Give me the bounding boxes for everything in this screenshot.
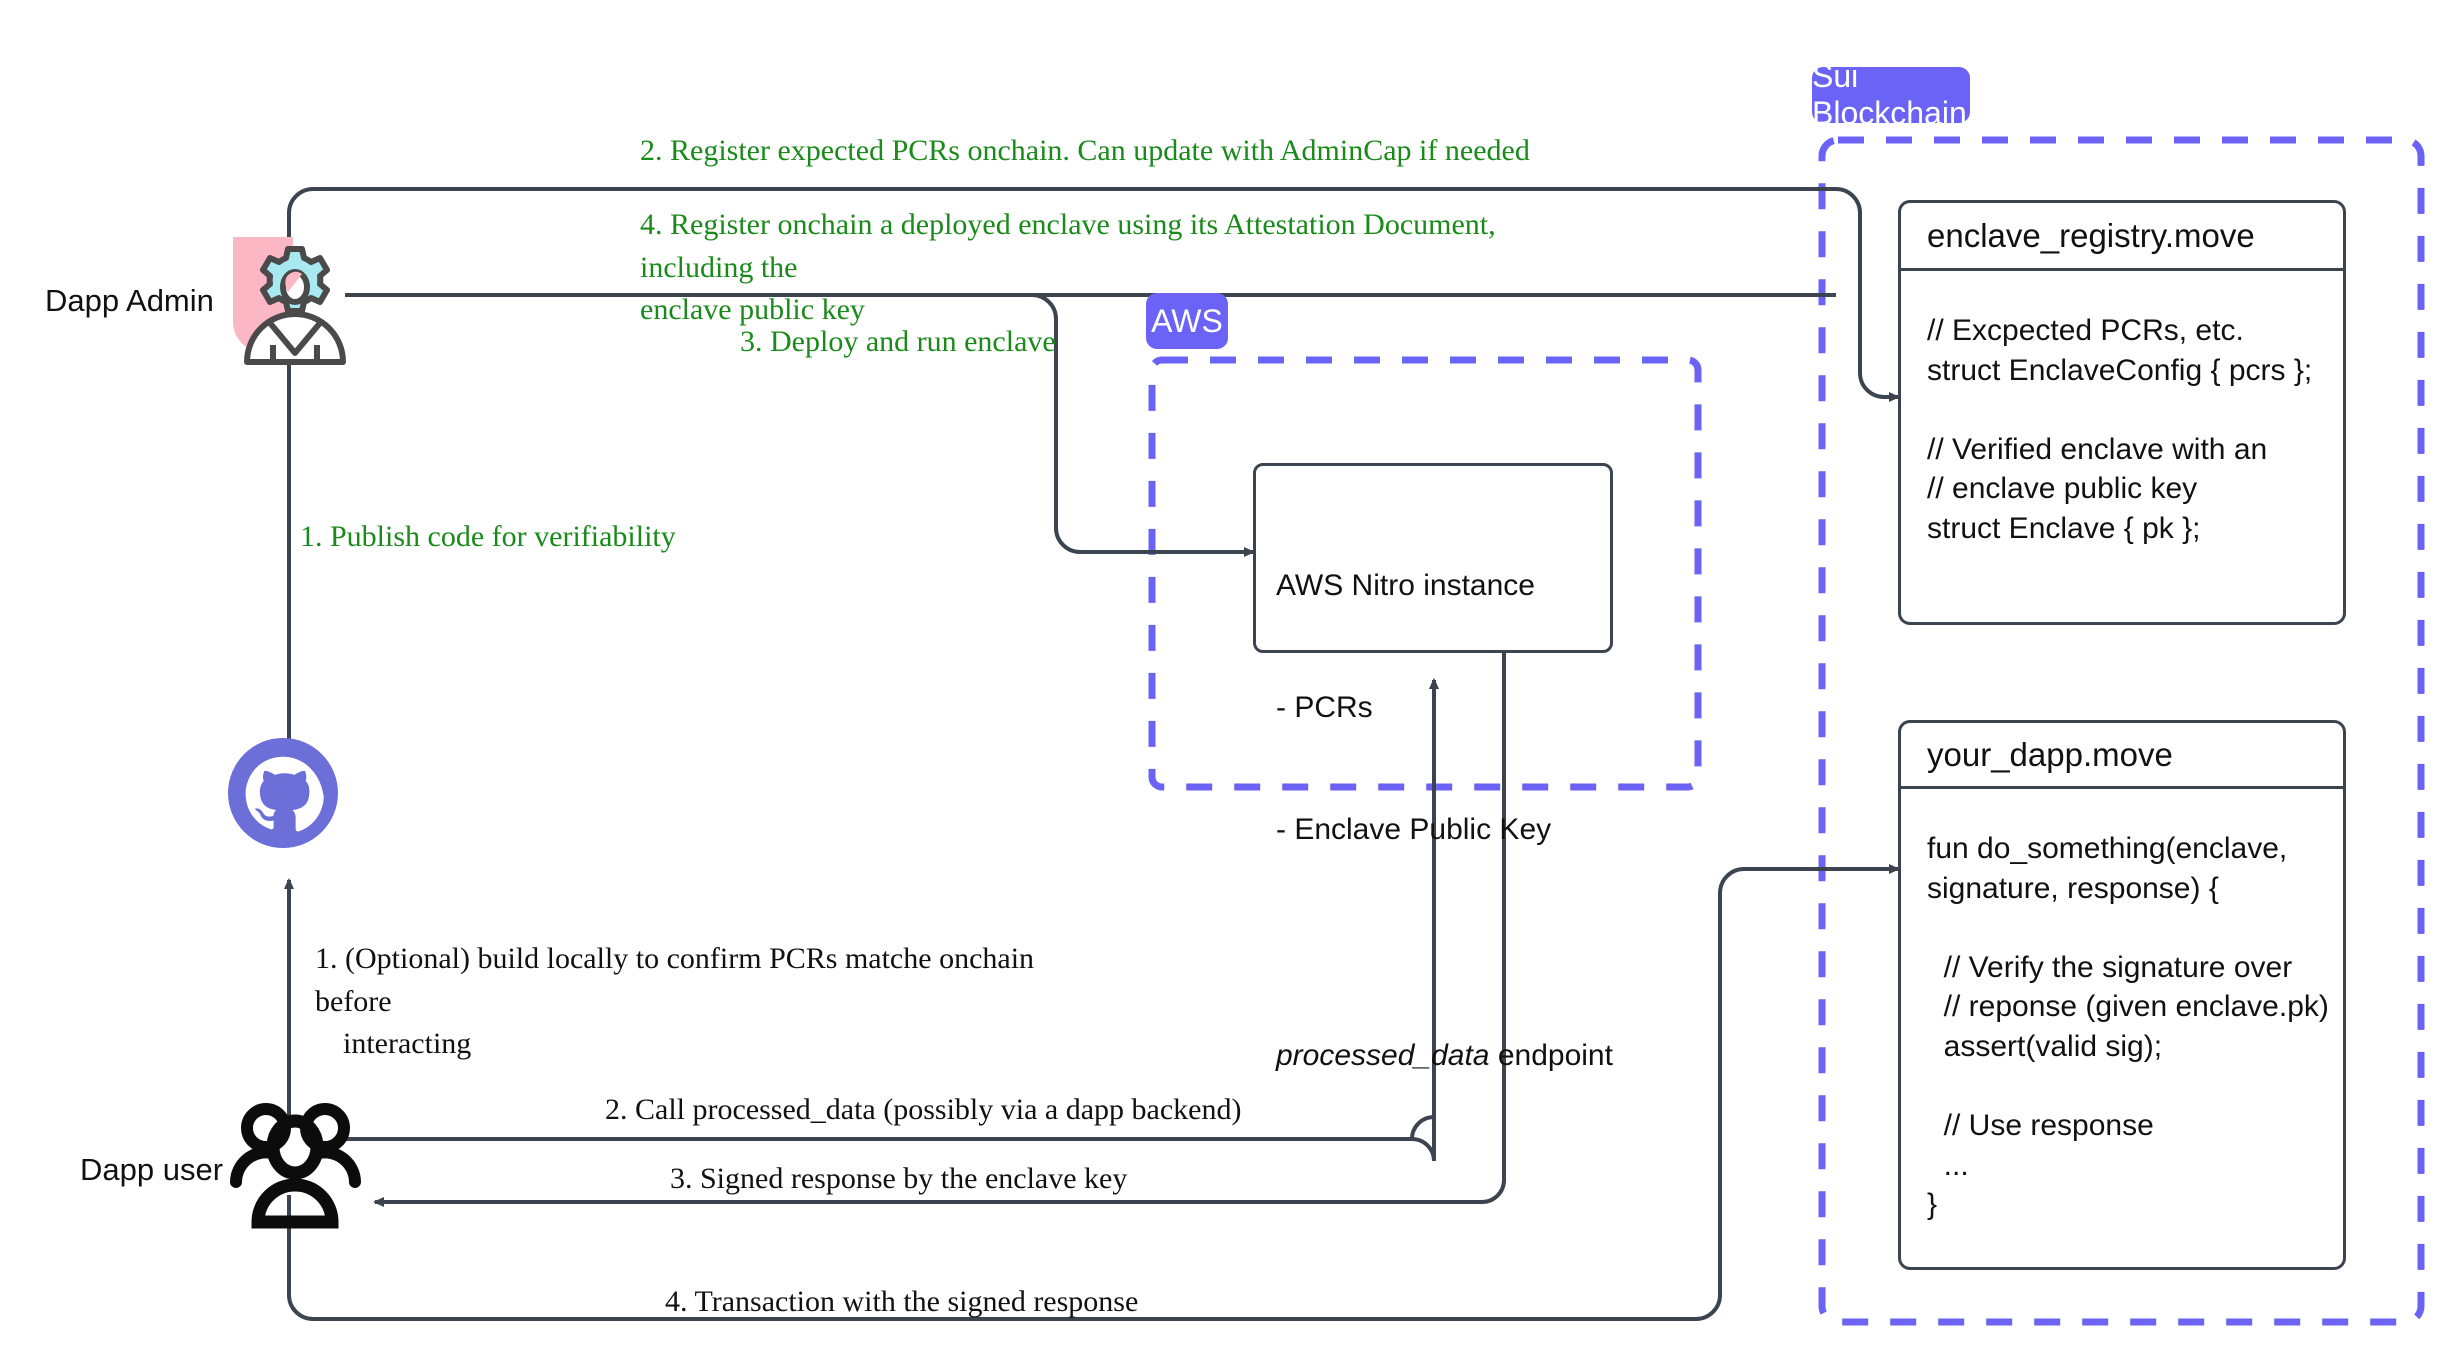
step-label-admin-2: 2. Register expected PCRs onchain. Can u…: [640, 134, 1530, 167]
step-label-admin-4-line2: enclave public key: [640, 293, 865, 327]
step-label-user-4: 4. Transaction with the signed response: [665, 1285, 1139, 1318]
step-label-user-1: 1. (Optional) build locally to confirm P…: [315, 938, 1075, 1066]
sui-boundary: [1818, 136, 2425, 1326]
aws-badge: AWS: [1146, 293, 1228, 349]
nitro-spacer: [1276, 933, 1590, 955]
module-body-your-dapp: fun do_something(enclave, signature, res…: [1927, 832, 2329, 1222]
step-label-user-1-line1: 1. (Optional) build locally to confirm P…: [315, 942, 1035, 1018]
wire-enclave-signed-response: [373, 652, 1506, 1207]
sui-blockchain-badge: Sui Blockchain: [1812, 58, 1970, 131]
nitro-line-title: AWS Nitro instance: [1276, 568, 1535, 602]
nitro-endpoint-suffix: endpoint: [1489, 1039, 1613, 1073]
admin-gear-person-icon: [233, 237, 346, 365]
module-card-enclave-registry: enclave_registry.move // Excpected PCRs,…: [1898, 200, 2346, 625]
wire-user-call-processed-data: [345, 678, 1439, 1162]
aws-boundary: [1148, 356, 1702, 791]
aws-nitro-instance-box: AWS Nitro instance - PCRs - Enclave Publ…: [1253, 463, 1613, 1072]
dapp-user-label: Dapp user: [80, 1152, 224, 1187]
github-octocat-icon: [228, 738, 338, 848]
nitro-line-pubkey: - Enclave Public Key: [1276, 813, 1552, 847]
sui-blockchain-badge-label: Sui Blockchain: [1812, 58, 1967, 131]
nitro-endpoint-name: processed_data: [1276, 1039, 1490, 1073]
step-label-admin-4-line1: 4. Register onchain a deployed enclave u…: [640, 208, 1496, 284]
module-card-your-dapp: your_dapp.move fun do_something(enclave,…: [1898, 720, 2346, 1270]
dapp-admin-label: Dapp Admin: [45, 283, 214, 318]
step-label-user-2: 2. Call processed_data (possibly via a d…: [605, 1093, 1242, 1126]
wire-user-call-processed-data-2: [345, 678, 1439, 1141]
step-label-user-3: 3. Signed response by the enclave key: [670, 1162, 1128, 1195]
module-title-your-dapp: your_dapp.move: [1901, 723, 2343, 789]
wire-user-transaction: [287, 864, 1900, 1321]
step-label-admin-3: 3. Deploy and run enclave: [740, 325, 1056, 358]
nitro-endpoint-line: processed_data endpoint: [1276, 1036, 1613, 1077]
step-label-user-1-line2: interacting: [343, 1027, 472, 1061]
module-title-enclave-registry: enclave_registry.move: [1901, 203, 2343, 271]
wire-admin-deploy-enclave: [345, 293, 1255, 557]
step-label-admin-1: 1. Publish code for verifiability: [300, 520, 676, 553]
step-label-admin-4: 4. Register onchain a deployed enclave u…: [640, 204, 1580, 332]
module-body-enclave-registry: // Excpected PCRs, etc. struct EnclaveCo…: [1927, 314, 2313, 545]
nitro-line-pcrs: - PCRs: [1276, 690, 1373, 724]
wire-admin-register-pcrs: [287, 187, 1900, 402]
group-of-people-icon: [230, 1103, 361, 1229]
aws-badge-label: AWS: [1151, 302, 1223, 339]
